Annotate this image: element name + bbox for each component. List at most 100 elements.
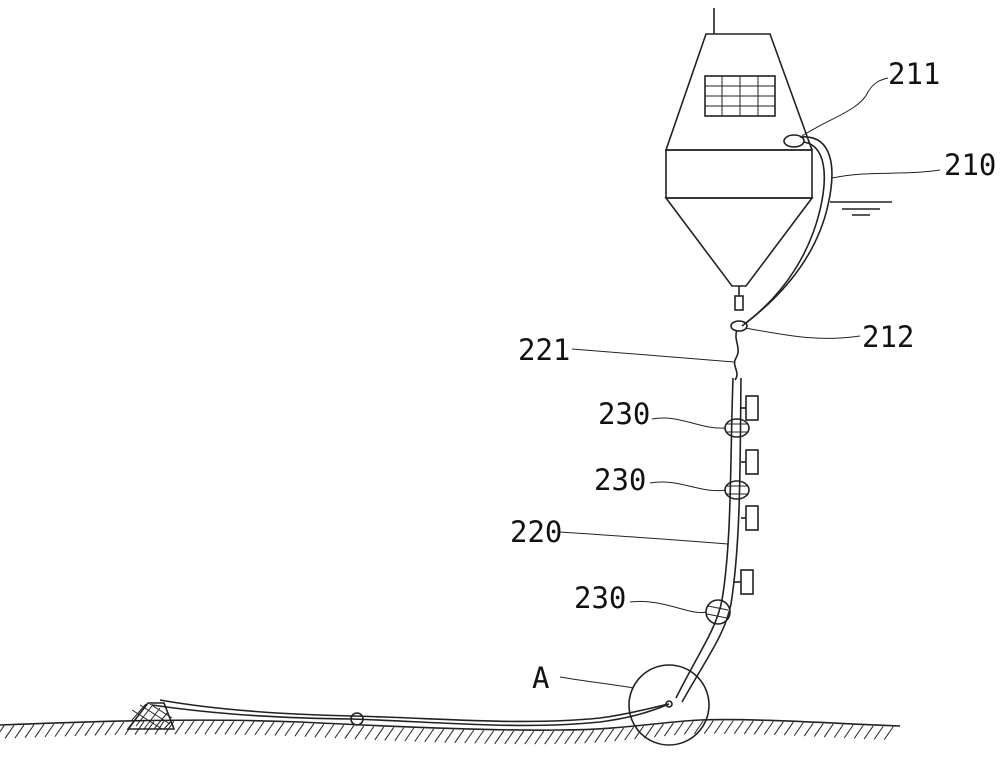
seabed-hatch — [364, 726, 375, 740]
seabed-hatch — [254, 721, 265, 736]
seabed-hatch — [624, 726, 635, 741]
seabed-hatch — [424, 728, 435, 743]
seabed-hatch — [614, 727, 625, 742]
seabed-hatch — [803, 722, 814, 737]
seabed-hatch — [753, 720, 764, 735]
buoy-lower-cone — [664, 197, 814, 287]
seabed-hatch — [654, 723, 664, 738]
ground-cable — [151, 699, 670, 727]
label-210: 210 — [944, 148, 996, 182]
detail-circle-a — [628, 664, 710, 746]
seabed-hatch — [154, 721, 165, 735]
seabed-hatch — [144, 721, 155, 735]
seabed-hatch — [304, 723, 315, 737]
seabed-hatch — [374, 726, 385, 741]
seabed-hatch — [863, 725, 874, 740]
seabed-hatch — [274, 722, 285, 736]
seabed-hatch — [414, 728, 425, 742]
seabed-hatch — [514, 730, 525, 745]
seabed-hatch — [94, 722, 105, 736]
seabed-hatch — [793, 722, 804, 736]
seabed-hatch — [234, 721, 245, 735]
seabed-hatch — [294, 722, 305, 737]
seabed-hatch — [354, 725, 365, 740]
seabed-hatch — [134, 721, 145, 735]
seabed-hatch — [763, 721, 774, 735]
seabed-hatch — [634, 725, 644, 740]
seabed-hatch — [713, 720, 724, 734]
label-230-top: 230 — [598, 397, 650, 431]
seabed-hatch — [544, 730, 555, 745]
seabed-hatch — [534, 730, 545, 745]
seabed-hatch — [54, 723, 65, 737]
seabed-hatch — [833, 724, 844, 738]
seabed-hatch — [584, 729, 595, 744]
buoy-upper-cone — [664, 33, 814, 151]
seabed-hatch — [314, 723, 325, 738]
seabed-hatch — [174, 720, 185, 735]
seabed-hatch — [334, 724, 345, 739]
seabed-hatch — [284, 722, 295, 737]
seabed-hatch — [683, 721, 694, 735]
seabed-hatch — [264, 721, 275, 736]
seabed-hatch — [813, 723, 824, 737]
seabed-hatch — [224, 721, 235, 735]
seabed-hatch — [554, 730, 565, 745]
seabed-hatch — [164, 720, 175, 735]
seabed-hatch — [384, 727, 395, 741]
seabed-hatch — [194, 720, 205, 735]
seabed-hatch — [84, 722, 95, 737]
seabed-hatch — [44, 723, 55, 738]
ring-211 — [783, 134, 805, 148]
seabed-hatch — [24, 724, 35, 738]
solar-panel — [704, 75, 776, 117]
seabed-hatch — [574, 730, 585, 744]
seabed-hatch — [853, 725, 864, 739]
seabed-hatch — [124, 721, 135, 736]
label-220: 220 — [510, 515, 562, 549]
buoy-body — [665, 149, 813, 199]
riser-220 — [675, 329, 742, 703]
seabed-hatch — [723, 720, 734, 734]
label-221: 221 — [518, 333, 570, 367]
seabed-hatch — [214, 720, 225, 735]
seabed-hatch — [663, 722, 674, 737]
instrument-pods — [734, 395, 759, 595]
seabed-hatch — [524, 730, 535, 745]
seabed-hatch — [474, 730, 485, 744]
water-level-symbol — [830, 201, 892, 216]
seabed-hatch — [594, 729, 605, 743]
seabed-hatch — [404, 727, 415, 742]
seabed-hatch — [204, 720, 215, 735]
seabed-hatch — [484, 730, 495, 744]
seabed-hatch — [743, 720, 754, 735]
seabed-hatch — [434, 728, 445, 743]
label-211: 211 — [888, 57, 940, 91]
seabed-hatch — [244, 721, 255, 735]
seabed-hatch — [0, 725, 5, 733]
seabed — [0, 718, 901, 745]
buoy — [664, 8, 814, 311]
label-230-middle: 230 — [594, 463, 646, 497]
seabed-hatch — [773, 721, 784, 736]
seabed-hatch — [783, 721, 794, 736]
seabed-hatch — [184, 720, 195, 735]
ring-212 — [730, 320, 748, 332]
seabed-hatch — [114, 721, 125, 736]
seabed-hatch — [14, 724, 25, 739]
seabed-hatch — [494, 730, 505, 745]
cable-210 — [730, 134, 833, 332]
seabed-hatch — [344, 725, 355, 739]
seabed-hatch — [883, 726, 894, 741]
seabed-hatch — [324, 724, 335, 738]
seabed-hatch — [444, 729, 455, 743]
seabed-hatch — [843, 724, 854, 739]
seabed-hatch — [64, 723, 75, 737]
seabed-hatch — [74, 722, 85, 737]
seabed-hatch — [4, 725, 15, 739]
seabed-hatch — [564, 730, 575, 745]
label-a: A — [532, 661, 549, 695]
seabed-hatch — [454, 729, 465, 744]
buoy-connector — [734, 295, 744, 311]
seabed-hatch — [733, 720, 744, 735]
